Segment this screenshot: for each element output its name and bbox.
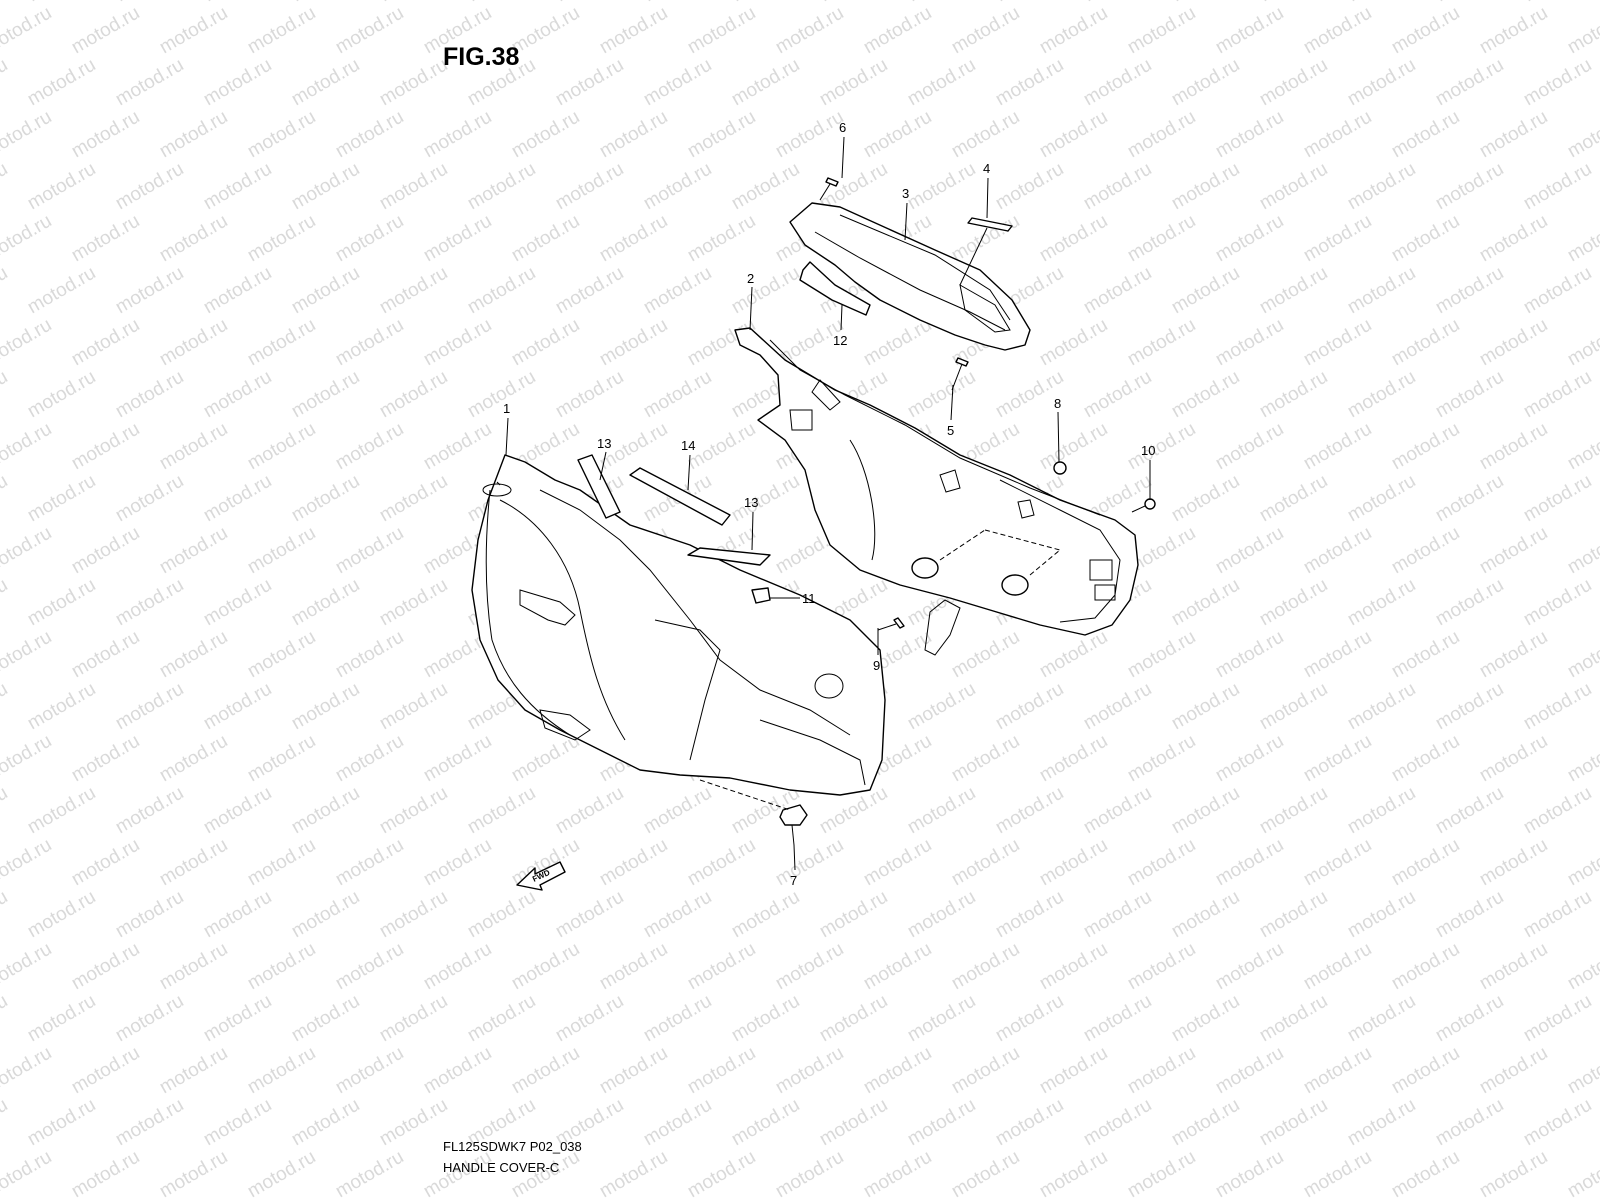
callout-13-a: 13 <box>597 436 611 451</box>
figure-name: HANDLE COVER-C <box>443 1160 560 1175</box>
part-12-tape <box>799 261 871 316</box>
screw-icon <box>877 617 905 631</box>
callout-8: 8 <box>1054 396 1061 411</box>
part-13-tape-a <box>577 454 621 519</box>
callout-12: 12 <box>833 333 847 348</box>
callout-14: 14 <box>681 438 695 453</box>
bolt-icon <box>779 804 808 846</box>
callout-9: 9 <box>873 658 880 673</box>
callout-5: 5 <box>947 423 954 438</box>
part-11-clip <box>751 587 771 604</box>
part-4-emblem <box>967 217 1013 232</box>
callout-11: 11 <box>802 591 816 606</box>
callout-2: 2 <box>747 271 754 286</box>
screw-icon <box>1131 498 1156 513</box>
callout-10: 10 <box>1141 443 1155 458</box>
screw-icon <box>951 357 969 391</box>
part-2-rear-cover <box>734 327 1139 636</box>
fwd-arrow-icon: FWD <box>516 861 566 891</box>
figure-title: FIG.38 <box>443 43 520 71</box>
grommet-left <box>911 557 939 579</box>
callout-3: 3 <box>902 186 909 201</box>
callout-4: 4 <box>983 161 990 176</box>
screw-icon <box>1053 461 1067 475</box>
callout-1: 1 <box>503 401 510 416</box>
part-13-tape-b <box>687 547 771 566</box>
part-14-tape <box>629 467 731 526</box>
callout-7: 7 <box>790 873 797 888</box>
grommet-right <box>1001 574 1029 596</box>
figure-code: FL125SDWK7 P02_038 <box>443 1139 582 1154</box>
callout-6: 6 <box>839 120 846 135</box>
callout-13-b: 13 <box>744 495 758 510</box>
screw-icon <box>819 177 839 201</box>
